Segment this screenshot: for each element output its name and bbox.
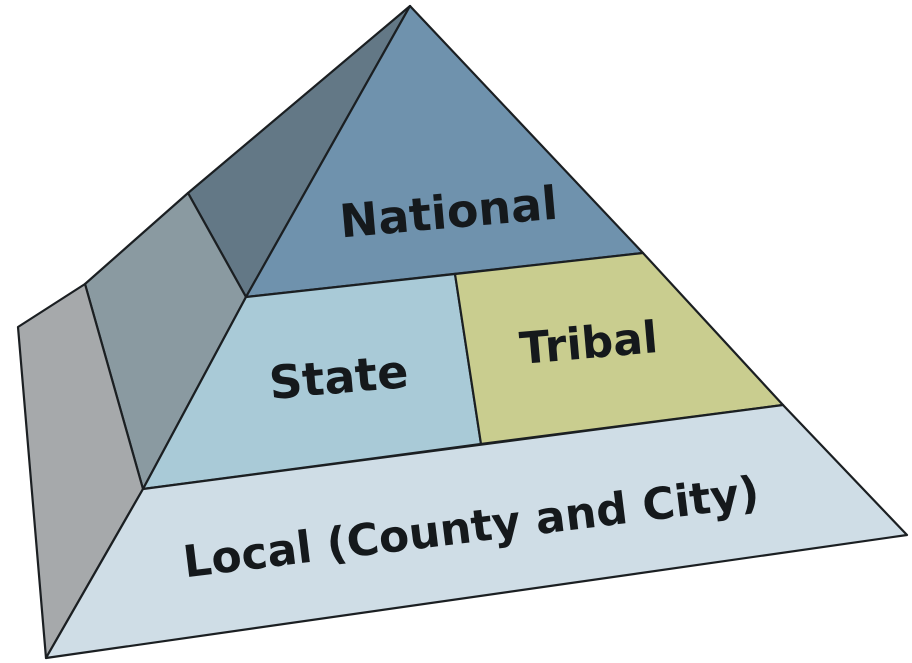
pyramid-front-face [44, 4, 909, 660]
state-label: State [267, 344, 411, 410]
tribal-label: Tribal [518, 312, 660, 375]
pyramid-side-face [16, 4, 412, 660]
local-section [44, 403, 909, 660]
